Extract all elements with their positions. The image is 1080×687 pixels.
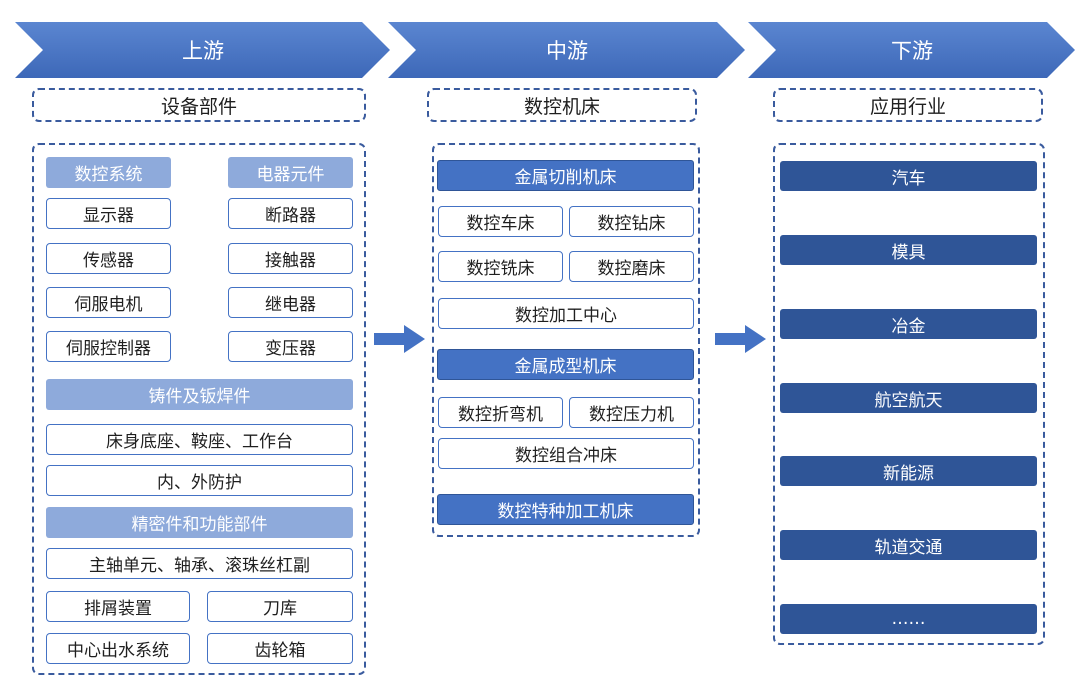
downstream-title: 应用行业 <box>773 88 1043 122</box>
machine-item: 数控磨床 <box>569 251 694 282</box>
industry-item: 新能源 <box>780 456 1037 486</box>
component-item: 传感器 <box>46 243 171 274</box>
component-item: 变压器 <box>228 331 353 362</box>
machine-item: 数控车床 <box>438 206 563 237</box>
component-item: 排屑装置 <box>46 591 190 622</box>
stage-label-midstream: 中游 <box>546 39 588 63</box>
component-item: 伺服控制器 <box>46 331 171 362</box>
category-cnc-systems: 数控系统 <box>46 157 171 188</box>
component-item: 断路器 <box>228 198 353 229</box>
machine-item: 数控组合冲床 <box>438 438 694 469</box>
component-item: 显示器 <box>46 198 171 229</box>
midstream-title: 数控机床 <box>427 88 697 122</box>
industry-item-more: …… <box>780 604 1037 634</box>
stage-chevron-upstream <box>15 22 390 78</box>
category-special-machining: 数控特种加工机床 <box>437 494 694 525</box>
industry-item: 模具 <box>780 235 1037 265</box>
machine-item: 数控铣床 <box>438 251 563 282</box>
machine-item: 数控加工中心 <box>438 298 694 329</box>
machine-item: 数控钻床 <box>569 206 694 237</box>
component-item: 床身底座、鞍座、工作台 <box>46 424 353 455</box>
midstream-container <box>432 143 700 537</box>
category-metal-cutting: 金属切削机床 <box>437 160 694 191</box>
category-precision-parts: 精密件和功能部件 <box>46 507 353 538</box>
component-item: 内、外防护 <box>46 465 353 496</box>
category-metal-forming: 金属成型机床 <box>437 349 694 380</box>
stage-chevron-downstream <box>748 22 1075 78</box>
machine-item: 数控压力机 <box>569 397 694 428</box>
component-item: 齿轮箱 <box>207 633 353 664</box>
flow-arrow-upstream-to-midstream <box>374 325 425 353</box>
stage-label-downstream: 下游 <box>891 39 933 63</box>
component-item: 刀库 <box>207 591 353 622</box>
component-item: 伺服电机 <box>46 287 171 318</box>
component-item: 继电器 <box>228 287 353 318</box>
stage-label-upstream: 上游 <box>182 39 224 63</box>
component-item: 主轴单元、轴承、滚珠丝杠副 <box>46 548 353 579</box>
component-item: 接触器 <box>228 243 353 274</box>
industry-item: 航空航天 <box>780 383 1037 413</box>
category-castings: 铸件及钣焊件 <box>46 379 353 410</box>
upstream-container <box>32 143 366 675</box>
upstream-title: 设备部件 <box>32 88 366 122</box>
industry-item: 轨道交通 <box>780 530 1037 560</box>
downstream-container <box>773 143 1045 645</box>
component-item: 中心出水系统 <box>46 633 190 664</box>
category-electrical-components: 电器元件 <box>228 157 353 188</box>
machine-item: 数控折弯机 <box>438 397 563 428</box>
stage-chevron-midstream <box>388 22 745 78</box>
industry-item: 汽车 <box>780 161 1037 191</box>
flow-arrow-midstream-to-downstream <box>715 325 766 353</box>
industry-item: 冶金 <box>780 309 1037 339</box>
